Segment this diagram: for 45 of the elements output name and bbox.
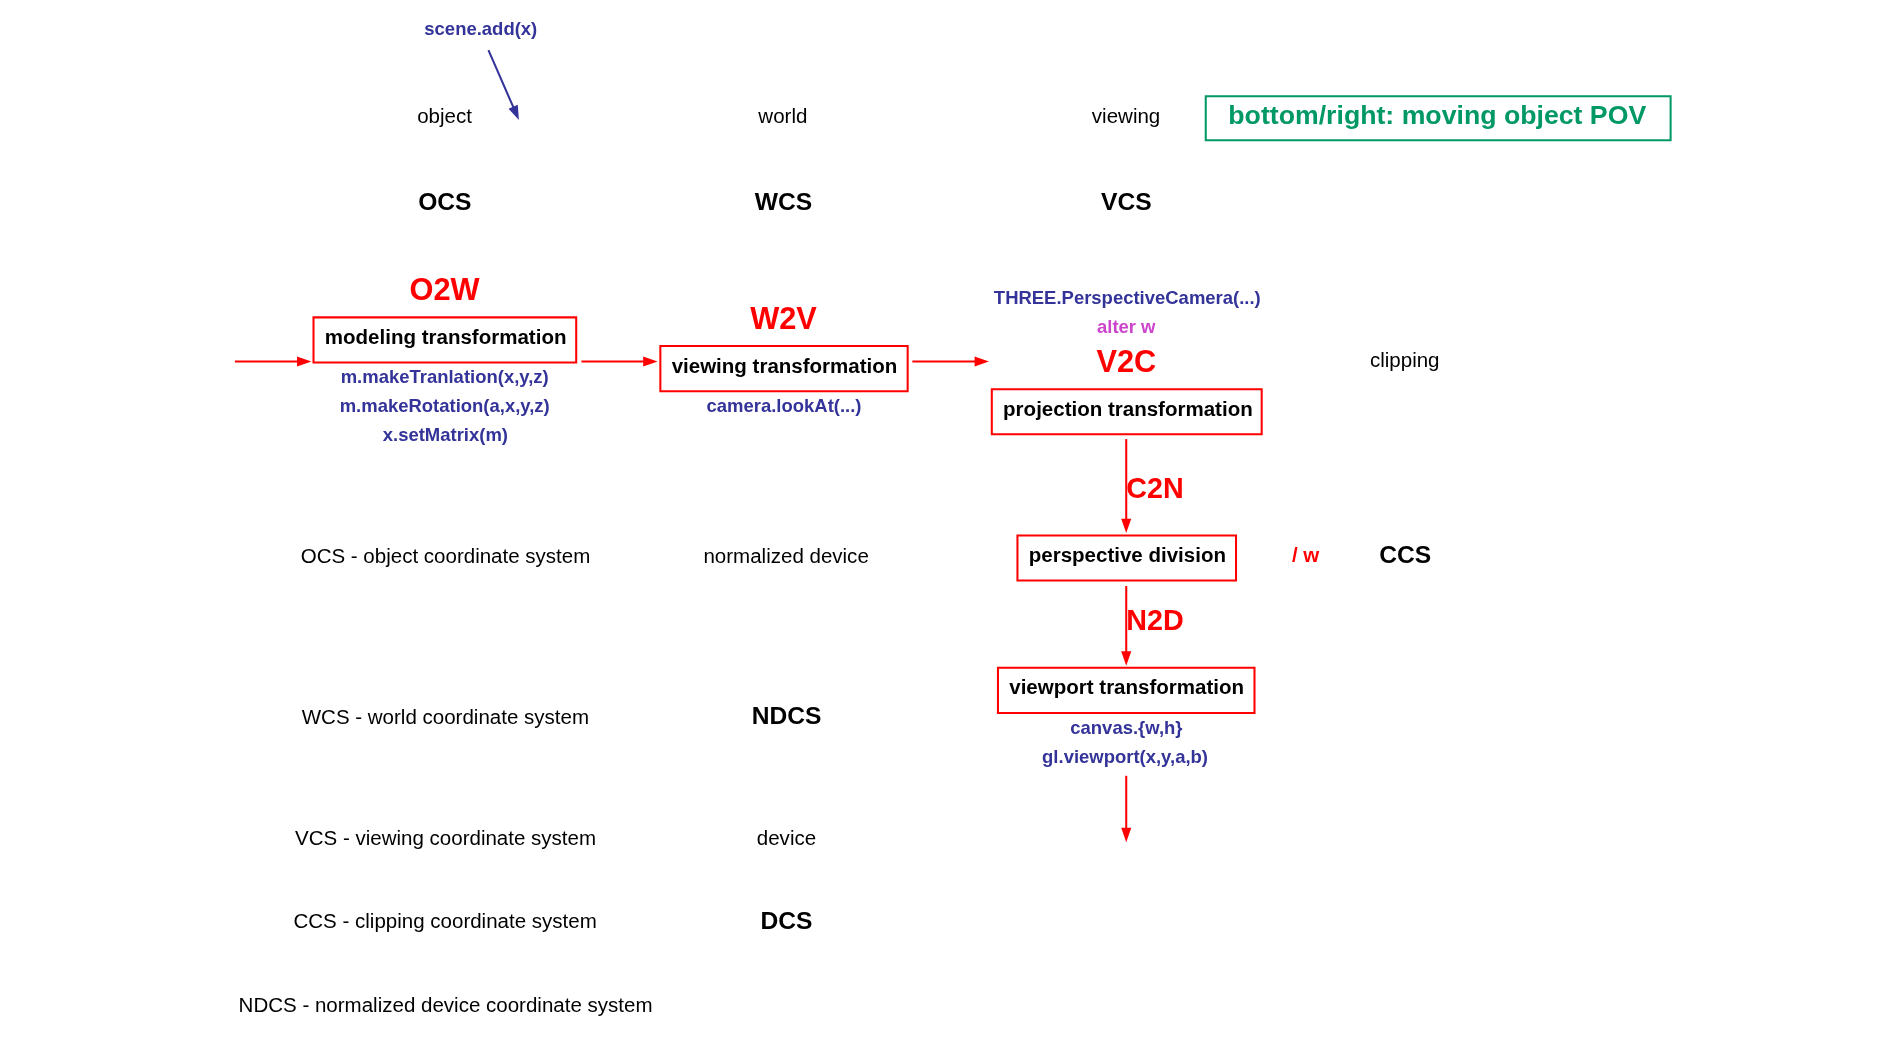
node-label: x.setMatrix(m) — [382, 423, 508, 445]
label: OCS - object coordinate system — [300, 543, 591, 567]
arrow — [1121, 438, 1132, 533]
arrow — [234, 355, 312, 367]
arrow — [487, 49, 519, 120]
node-label: alter w — [1096, 315, 1156, 337]
label: OCS — [418, 187, 472, 215]
node-box: modeling transformation — [312, 315, 578, 364]
label: VCS — [1101, 187, 1152, 215]
node-box: bottom/right: moving object POV — [1204, 94, 1672, 141]
label: WCS - world coordinate system — [301, 704, 590, 728]
arrow — [1121, 775, 1132, 842]
node-label: canvas.{w,h} — [1070, 716, 1183, 738]
node-label: camera.lookAt(...) — [706, 394, 862, 416]
edge-label: C2N — [1126, 471, 1184, 504]
node-label: V2C — [1096, 343, 1157, 379]
label: / w — [1291, 542, 1320, 566]
label: viewing — [1091, 103, 1161, 127]
label: NDCS - normalized device coordinate system — [238, 992, 653, 1016]
label: device — [756, 825, 817, 849]
node-box: projection transformation — [990, 387, 1263, 435]
label: object — [417, 103, 472, 127]
node-label: W2V — [750, 300, 817, 336]
arrow — [1121, 585, 1132, 666]
label: CCS - clipping coordinate system — [293, 908, 597, 932]
label: NDCS — [751, 701, 822, 729]
node-box: viewing transformation — [659, 344, 909, 392]
edge-label: N2D — [1126, 603, 1184, 636]
arrow — [912, 355, 989, 367]
label: world — [758, 103, 808, 127]
label: DCS — [760, 906, 813, 934]
node-label: m.makeRotation(a,x,y,z) — [339, 394, 550, 416]
node-label: THREE.PerspectiveCamera(...) — [993, 286, 1261, 308]
label: clipping — [1369, 347, 1440, 371]
node-box: viewport transformation — [996, 666, 1256, 714]
label: normalized device — [703, 543, 869, 567]
node-label: gl.viewport(x,y,a,b) — [1042, 745, 1208, 767]
node-text: scene.add(x) — [424, 17, 538, 39]
label: VCS - viewing coordinate system — [295, 825, 597, 849]
node-label: O2W — [409, 271, 480, 307]
label: WCS — [754, 187, 813, 215]
arrow — [581, 355, 658, 367]
node-label: m.makeTranlation(x,y,z) — [340, 365, 549, 387]
label: CCS — [1379, 540, 1432, 568]
node-box: perspective division — [1016, 533, 1238, 582]
